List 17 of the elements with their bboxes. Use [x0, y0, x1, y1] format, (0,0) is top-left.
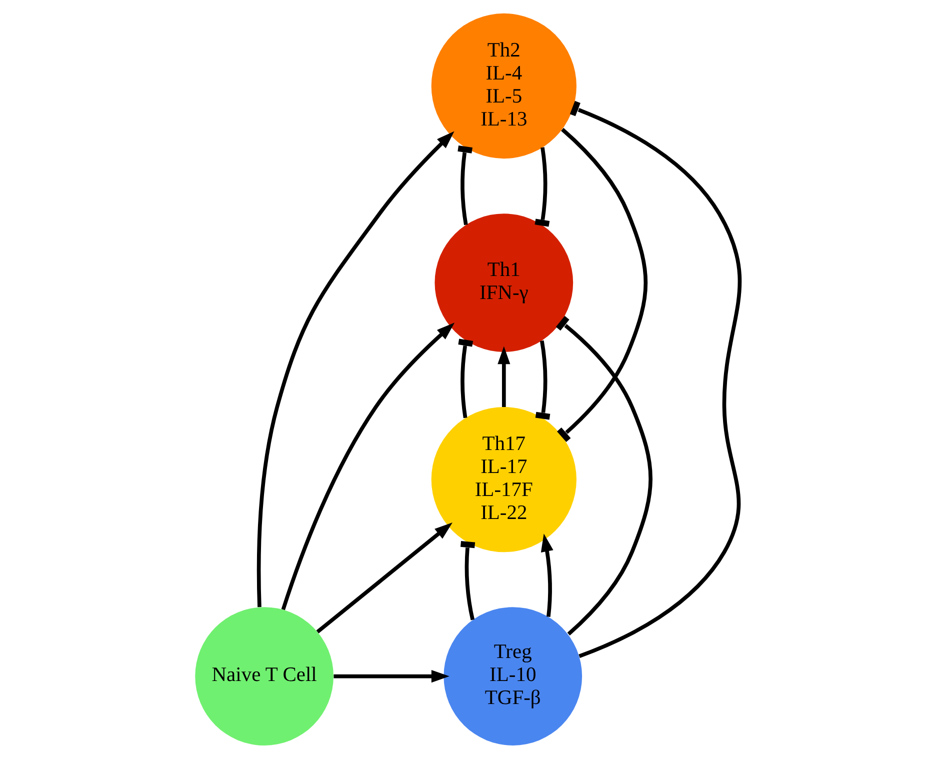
connector	[458, 146, 472, 226]
connector	[460, 541, 476, 620]
arrow	[256, 131, 454, 608]
connector	[556, 316, 652, 636]
arrow	[281, 322, 455, 610]
connector	[570, 100, 742, 658]
connector	[535, 340, 550, 420]
connector	[556, 128, 648, 442]
connector	[458, 338, 474, 418]
node-circle: Treg IL-10 TGF-β	[444, 607, 582, 746]
node-circle: Naive T Cell	[195, 607, 334, 746]
arrow	[498, 346, 510, 408]
arrow	[334, 670, 450, 683]
arrow	[540, 534, 554, 617]
arrow	[316, 522, 452, 634]
connector	[534, 147, 550, 227]
node-circle: Th2 IL-4 IL-5 IL-13	[431, 13, 576, 159]
